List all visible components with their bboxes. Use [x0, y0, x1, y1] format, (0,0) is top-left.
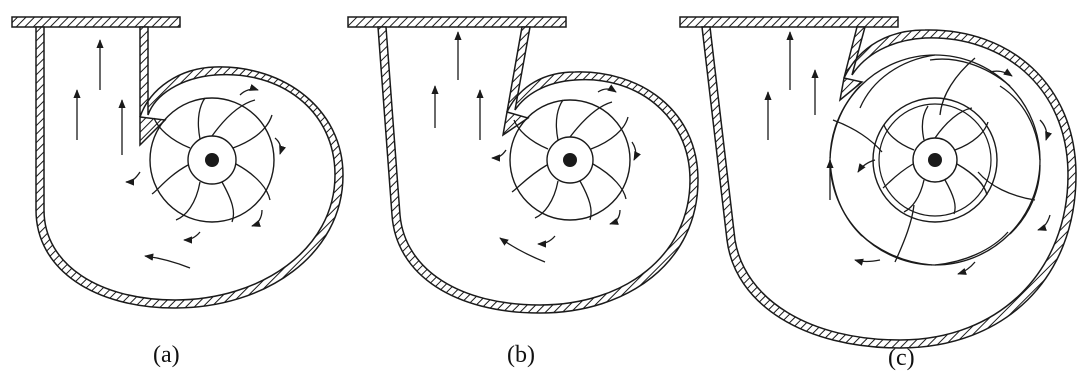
discharge-flange-b [347, 16, 567, 28]
panel-c [679, 16, 1077, 349]
cutwater-c [838, 77, 864, 102]
cutwater-a [139, 116, 167, 147]
caption-a: (a) [153, 342, 180, 369]
flow-arrows-a [73, 39, 287, 269]
caption-c-text: (c) [888, 345, 915, 371]
impeller-c [872, 97, 998, 223]
caption-b-text: (b) [507, 342, 535, 368]
panel-a [11, 16, 344, 309]
impeller-a [149, 97, 275, 223]
caption-a-text: (a) [153, 342, 180, 368]
flow-arrows-b [431, 31, 641, 263]
discharge-flange-c [679, 16, 899, 28]
volute-casing-c [701, 26, 1077, 349]
impeller-b [509, 99, 631, 221]
discharge-flange-a [11, 16, 181, 28]
flow-arrows-c [764, 31, 1053, 275]
caption-c: (c) [888, 345, 915, 372]
caption-b: (b) [507, 342, 535, 369]
panel-b [347, 16, 699, 314]
